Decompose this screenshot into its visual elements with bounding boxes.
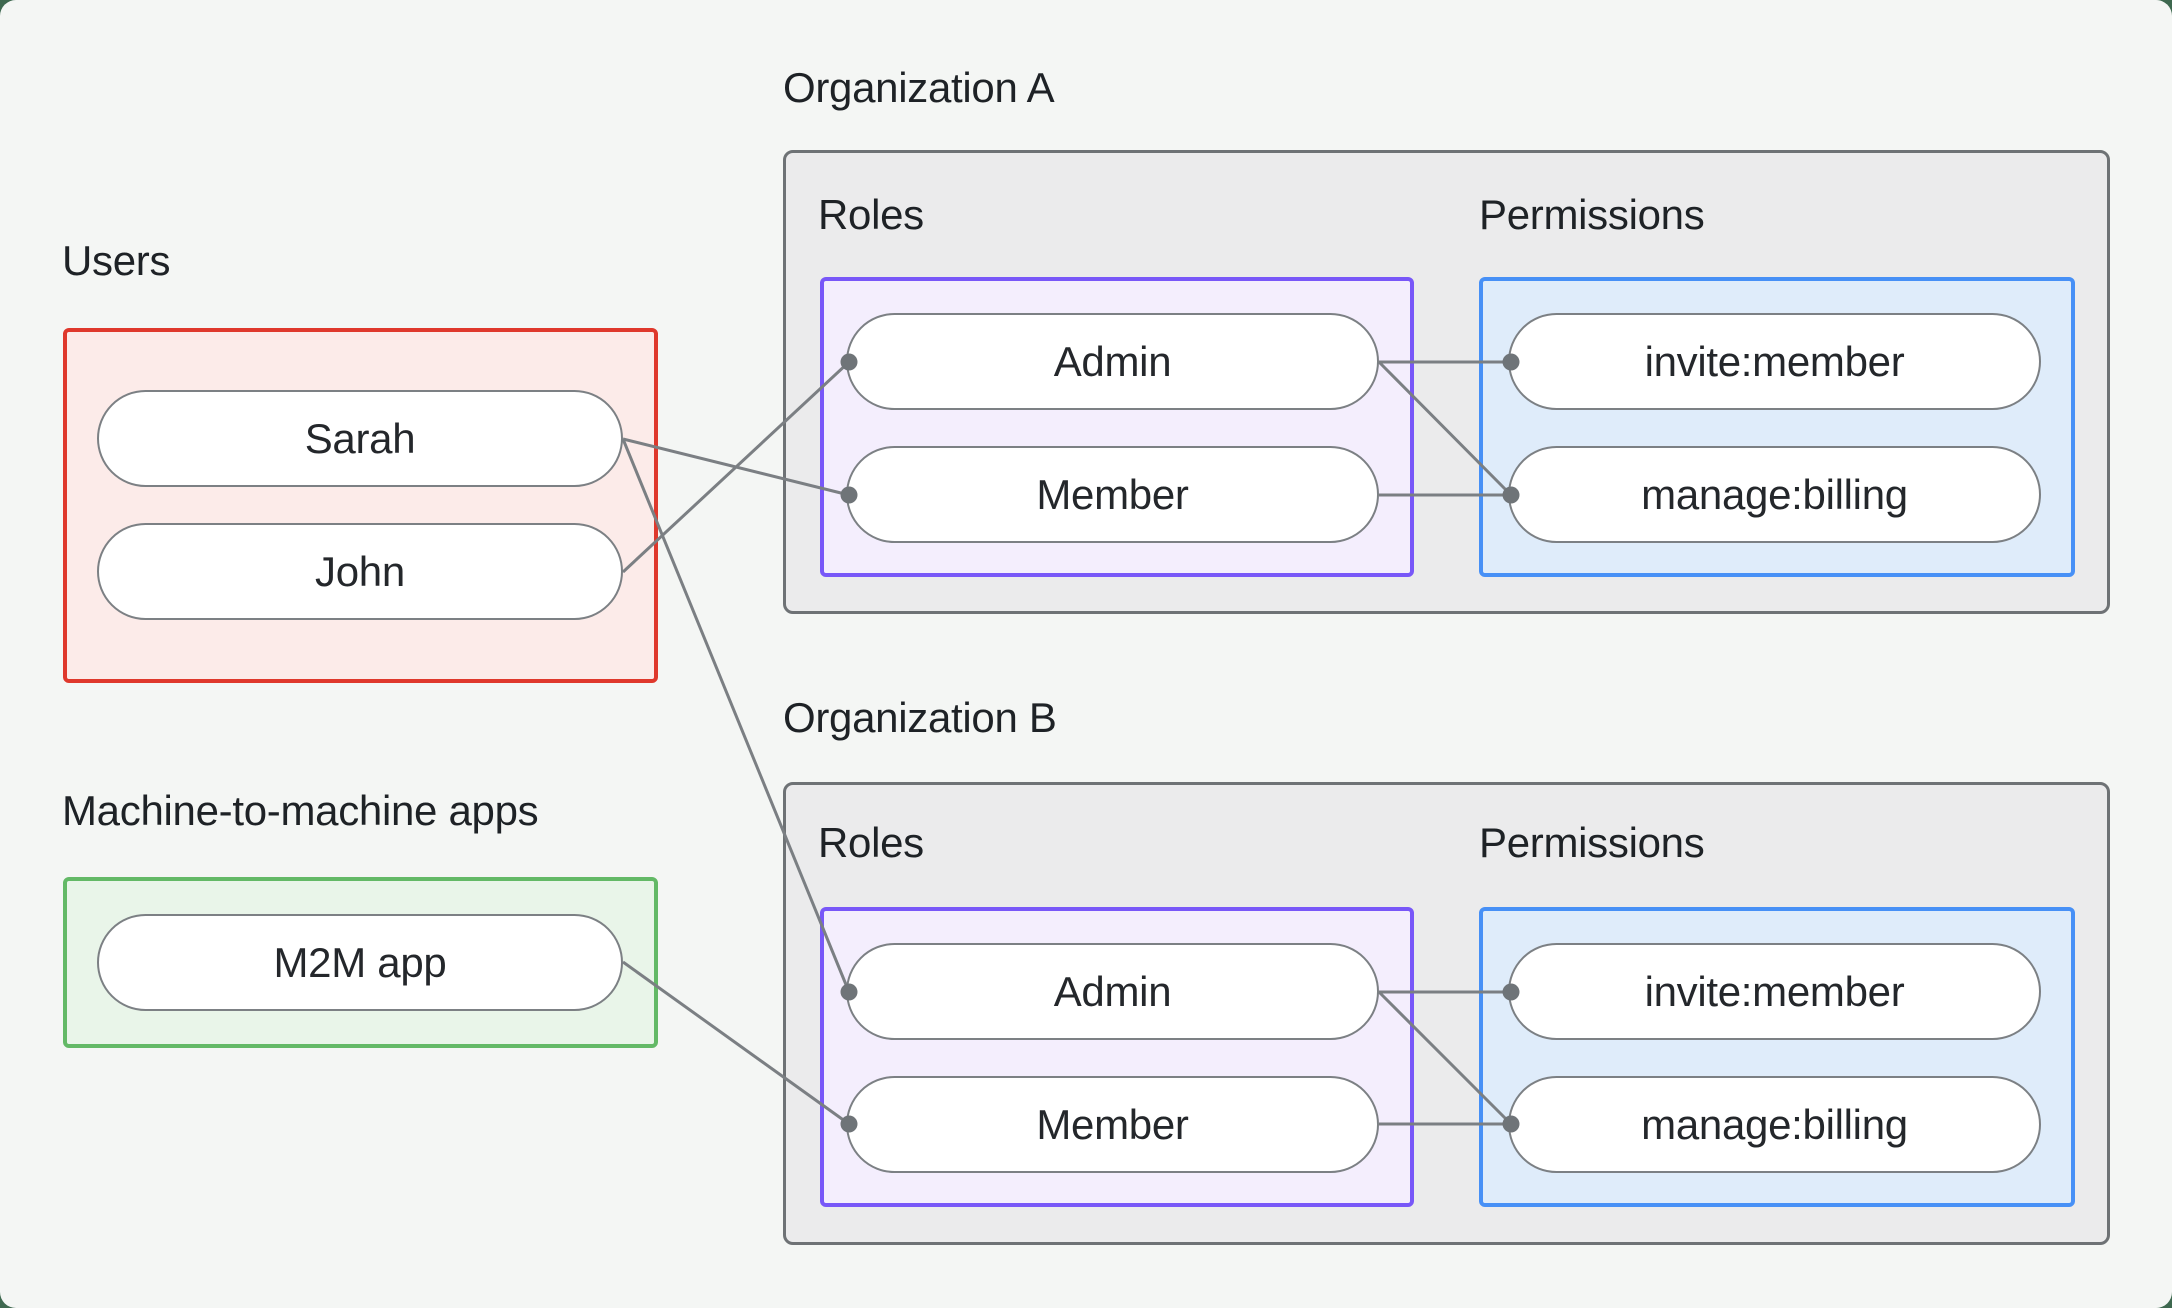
org-b-role-admin-label: Admin bbox=[1053, 967, 1172, 1015]
org-a-permissions-label: Permissions bbox=[1479, 191, 1705, 238]
org-a-title: Organization A bbox=[783, 64, 1055, 111]
org-b-permission-manage-billing-label: manage:billing bbox=[1641, 1100, 1908, 1148]
org-b-role-member-label: Member bbox=[1036, 1100, 1189, 1148]
user-node-john: John bbox=[97, 523, 623, 620]
user-node-sarah: Sarah bbox=[97, 390, 623, 487]
m2m-node-app: M2M app bbox=[97, 914, 623, 1011]
org-a-role-member-label: Member bbox=[1036, 470, 1189, 518]
org-a-role-admin-label: Admin bbox=[1053, 337, 1172, 385]
org-a-roles-label: Roles bbox=[818, 191, 924, 238]
org-a-role-member: Member bbox=[846, 446, 1379, 543]
m2m-label: Machine-to-machine apps bbox=[62, 787, 539, 834]
org-a-permission-invite-member-label: invite:member bbox=[1644, 337, 1905, 385]
user-node-john-label: John bbox=[315, 547, 405, 595]
org-b-permission-manage-billing: manage:billing bbox=[1508, 1076, 2041, 1173]
users-group-box bbox=[63, 328, 658, 683]
org-a-permission-manage-billing-label: manage:billing bbox=[1641, 470, 1908, 518]
user-node-sarah-label: Sarah bbox=[304, 414, 416, 462]
org-a-role-admin: Admin bbox=[846, 313, 1379, 410]
org-b-role-admin: Admin bbox=[846, 943, 1379, 1040]
m2m-node-app-label: M2M app bbox=[273, 938, 447, 986]
org-b-role-member: Member bbox=[846, 1076, 1379, 1173]
org-b-permission-invite-member: invite:member bbox=[1508, 943, 2041, 1040]
users-label: Users bbox=[62, 237, 171, 284]
org-b-roles-label: Roles bbox=[818, 819, 924, 866]
org-a-permission-manage-billing: manage:billing bbox=[1508, 446, 2041, 543]
org-b-title: Organization B bbox=[783, 694, 1057, 741]
org-b-permissions-label: Permissions bbox=[1479, 819, 1705, 866]
org-a-permission-invite-member: invite:member bbox=[1508, 313, 2041, 410]
org-b-permission-invite-member-label: invite:member bbox=[1644, 967, 1905, 1015]
